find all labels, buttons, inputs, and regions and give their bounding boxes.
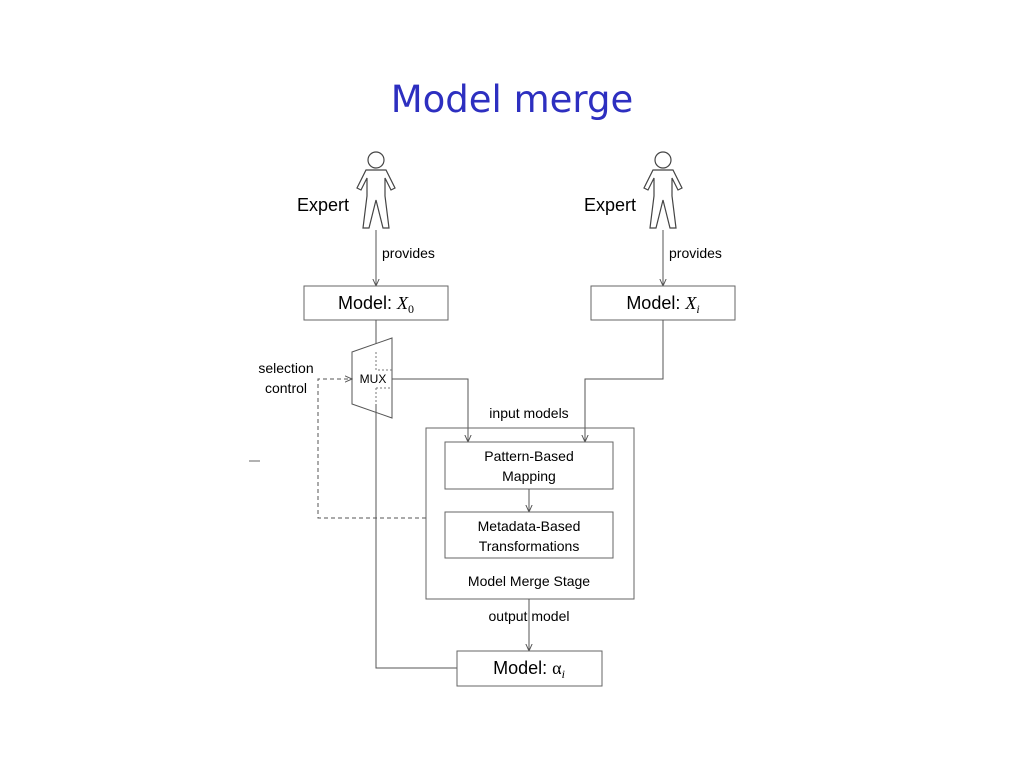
model-alpha-label: Model: αi	[493, 658, 565, 681]
expert-label-right: Expert	[584, 195, 636, 215]
metadata-transform-box	[444, 511, 614, 559]
input-models-label: input models	[489, 405, 568, 421]
selection-control-label-line1: selection	[258, 360, 313, 376]
mux-to-pattern-arrow	[392, 378, 468, 442]
pattern-mapping-label-line1: Pattern-Based	[484, 448, 574, 464]
mux-label: MUX	[360, 372, 387, 386]
metadata-transform-label-line1: Metadata-Based	[478, 518, 581, 534]
expert-person-icon-left	[356, 151, 396, 229]
output-model-label: output model	[489, 608, 570, 624]
pattern-mapping-label-line2: Mapping	[502, 468, 556, 484]
model-x0-box	[303, 285, 449, 321]
provides-label-right: provides	[669, 245, 722, 261]
model-alpha-box	[456, 650, 603, 687]
model-merge-stage-label: Model Merge Stage	[468, 573, 590, 589]
metadata-transform-label-line2: Transformations	[479, 538, 580, 554]
selection-control-feedback-line	[317, 379, 426, 519]
selection-control-label-line2: control	[265, 380, 307, 396]
model-xi-label: Model: Xi	[626, 293, 699, 316]
model-merge-stage-box	[425, 427, 635, 600]
model-x0-label: Model: X0	[338, 293, 414, 316]
mux-block	[351, 337, 393, 419]
xi-to-pattern-arrow	[585, 320, 664, 442]
x0-passthrough-line	[375, 404, 457, 669]
expert-label-left: Expert	[297, 195, 349, 215]
provides-label-left: provides	[382, 245, 435, 261]
page-title: Model merge	[390, 78, 634, 121]
mux-internal-lines	[375, 352, 392, 404]
pattern-mapping-box	[444, 441, 614, 490]
expert-person-icon-right	[643, 151, 683, 229]
